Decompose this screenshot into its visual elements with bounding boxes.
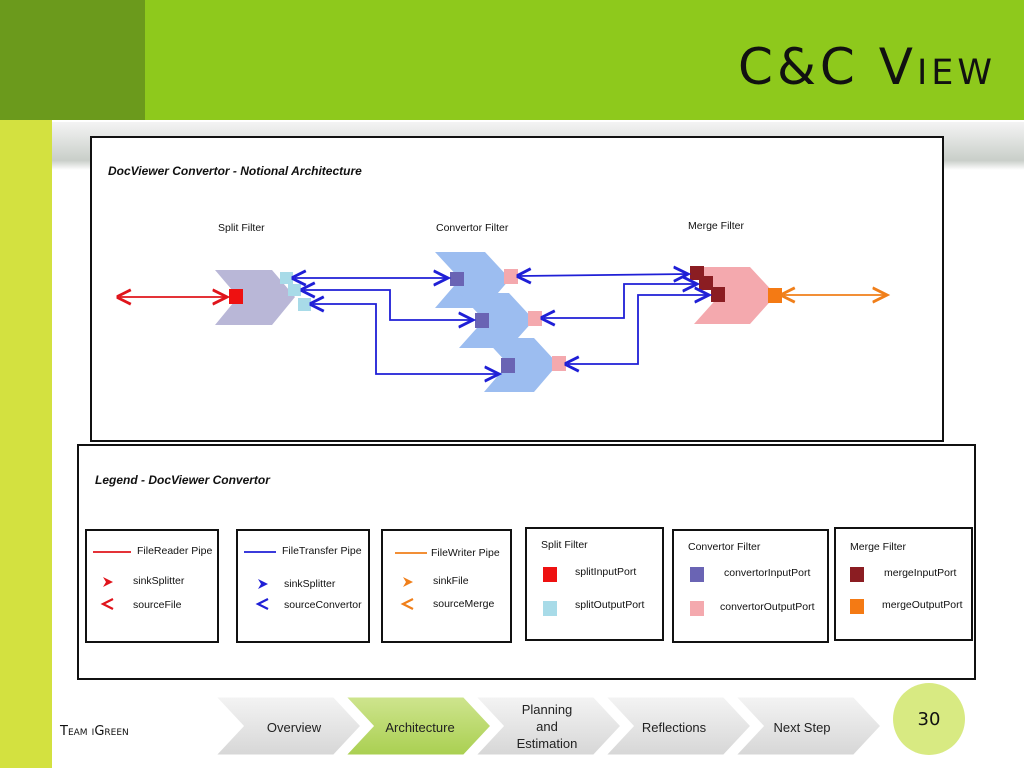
merge-output-port <box>768 288 782 303</box>
filter-input-port: convertorInputPort <box>724 567 811 579</box>
legend-filereader-pipe: FileReader Pipe sinkSplitter sourceFile <box>85 529 219 643</box>
merge-input-swatch <box>850 567 864 582</box>
architecture-diagram <box>92 252 942 392</box>
pipe-source: sourceMerge <box>433 598 495 610</box>
nav-step-architecture[interactable]: Architecture <box>340 694 495 758</box>
pipe-name: FileTransfer Pipe <box>282 545 362 557</box>
pipe-sink: sinkSplitter <box>133 575 185 587</box>
diagram-box: DocViewer Convertor - Notional Architect… <box>90 136 944 442</box>
header-bar <box>145 0 1024 120</box>
merge-input-port <box>711 287 725 302</box>
filetransfer-pipe <box>568 295 709 364</box>
filetransfer-pipe <box>520 274 688 276</box>
split-output-port <box>280 272 293 284</box>
convertor-filter-label: Convertor Filter <box>436 222 509 234</box>
legend-filewriter-pipe: FileWriter Pipe sinkFile sourceMerge <box>381 529 512 643</box>
nav-step-overview[interactable]: Overview <box>212 694 365 758</box>
convertor-input-swatch <box>690 567 704 582</box>
legend-merge-filter: Merge Filter mergeInputPort mergeOutputP… <box>834 527 973 641</box>
convertor-output-port <box>528 311 542 326</box>
merge-filter-label: Merge Filter <box>688 220 745 232</box>
convertor-input-port <box>475 313 489 328</box>
split-filter-shape <box>215 270 295 325</box>
nav-step-next-step[interactable]: Next Step <box>730 694 885 758</box>
nav-step-reflections[interactable]: Reflections <box>600 694 755 758</box>
nav-step-label: Architecture <box>385 720 454 735</box>
filter-output-port: convertorOutputPort <box>720 601 815 613</box>
merge-filter-shape <box>694 267 776 324</box>
split-input-port <box>229 289 243 304</box>
pipe-sink: sinkFile <box>433 575 469 587</box>
convertor-filter-shape <box>484 338 558 392</box>
split-output-swatch <box>543 601 557 616</box>
pipe-name: FileWriter Pipe <box>431 547 500 559</box>
filter-output-port: mergeOutputPort <box>882 599 963 611</box>
legend-split-filter: Split Filter splitInputPort splitOutputP… <box>525 527 664 641</box>
filter-name: Merge Filter <box>850 541 907 553</box>
left-accent-strip <box>0 0 52 768</box>
legend-pipe-symbols <box>395 552 427 610</box>
convertor-output-port <box>552 356 566 371</box>
slide-title: C&C View <box>738 38 996 96</box>
filter-name: Convertor Filter <box>688 541 761 553</box>
split-output-port <box>288 284 301 296</box>
merge-input-port <box>699 276 713 290</box>
nav-step-label: Next Step <box>773 720 830 735</box>
convertor-input-port <box>450 272 464 286</box>
split-filter-label: Split Filter <box>218 222 265 234</box>
convertor-output-port <box>504 269 518 284</box>
split-input-swatch <box>543 567 557 582</box>
diagram-title: DocViewer Convertor - Notional Architect… <box>108 164 362 178</box>
pipe-sink: sinkSplitter <box>284 578 336 590</box>
filetransfer-pipe <box>544 284 697 318</box>
legend-filetransfer-pipe: FileTransfer Pipe sinkSplitter sourceCon… <box>236 529 370 643</box>
legend-pipe-symbols <box>244 551 276 610</box>
pipe-name: FileReader Pipe <box>137 545 213 557</box>
nav-step-label: Overview <box>267 720 322 735</box>
legend-title: Legend - DocViewer Convertor <box>95 473 270 487</box>
merge-output-swatch <box>850 599 864 614</box>
header-accent-block <box>0 0 145 120</box>
pipe-source: sourceConvertor <box>284 599 362 611</box>
filter-input-port: mergeInputPort <box>884 567 957 579</box>
filter-output-port: splitOutputPort <box>575 599 645 611</box>
team-name: Team iGreen <box>60 724 129 739</box>
legend-pipe-symbols <box>93 551 131 610</box>
legend-convertor-filter: Convertor Filter convertorInputPort conv… <box>672 529 829 643</box>
page-number: 30 <box>893 683 965 755</box>
nav-step-label: Reflections <box>642 720 707 735</box>
pipe-source: sourceFile <box>133 599 182 611</box>
convertor-input-port <box>501 358 515 373</box>
legend-box: Legend - DocViewer Convertor FileReader … <box>77 444 976 680</box>
split-output-port <box>298 298 311 311</box>
filter-name: Split Filter <box>541 539 588 551</box>
convertor-output-swatch <box>690 601 704 616</box>
filter-input-port: splitInputPort <box>575 566 637 578</box>
filetransfer-pipe <box>313 304 499 374</box>
